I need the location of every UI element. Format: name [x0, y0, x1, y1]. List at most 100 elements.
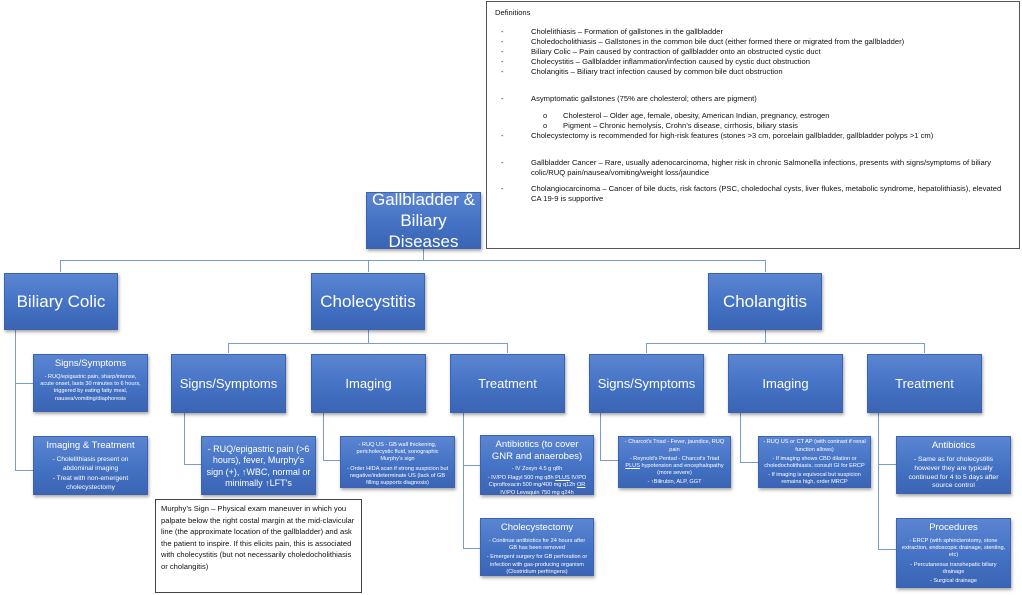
cholangitis-antibiotics-box: Antibiotics - Same as for cholecystitis …	[896, 436, 1011, 494]
connector	[740, 413, 741, 463]
cholecystitis-imaging-box: - RUQ US - GB wall thickening, perichole…	[340, 436, 455, 488]
definition-item: -Choledocholithiasis – Gallstones in the…	[501, 37, 905, 46]
box-text: - ↑Bilirubin, ALP, GGT	[647, 479, 702, 486]
box-text: - Continue antibiotics for 24 hours afte…	[488, 538, 586, 552]
connector	[463, 413, 464, 549]
asymptomatic-gallstones: -Asymptomatic gallstones (75% are choles…	[501, 94, 757, 103]
cholecystitis-treatment-node: Treatment	[450, 354, 565, 413]
cholangiocarcinoma: -Cholangiocarcinoma – Cancer of bile duc…	[501, 184, 1002, 203]
cholecystectomy-box: Cholecystectomy - Continue antibiotics f…	[480, 518, 594, 576]
connector	[368, 260, 369, 272]
connector	[368, 330, 369, 344]
connector	[463, 465, 480, 466]
node-title: Cholecystitis	[320, 292, 416, 311]
connector	[323, 413, 324, 461]
cholecystitis-signs-node: Signs/Symptoms	[171, 354, 286, 413]
connector	[600, 413, 601, 461]
connector	[15, 383, 33, 384]
cholangitis-procedures-box: Procedures - ERCP (with sphincterotomy, …	[896, 518, 1011, 588]
connector	[600, 460, 618, 461]
root-title-line2: Biliary Diseases	[388, 211, 459, 251]
box-text: - If imaging shows CBD dilation or chole…	[764, 455, 865, 469]
box-text: - Cholelithiasis present on abdominal im…	[52, 456, 129, 472]
box-text: - Same as for cholecystitis however they…	[908, 456, 999, 490]
cholecystitis-node: Cholecystitis	[311, 273, 425, 330]
node-title: Cholangitis	[722, 292, 808, 311]
cholangitis-signs-box: - Charcot's Triad - Fever, jaundice, RUQ…	[618, 436, 731, 488]
biliary-colic-imaging-treatment-box: Imaging & Treatment - Cholelithiasis pre…	[33, 436, 148, 495]
node-title: Signs/Symptoms	[179, 375, 278, 391]
box-heading: Cholecystectomy	[500, 522, 574, 533]
box-text: - IV/PO Flagyl 500 mg q8h PLUS IV/PO Cip…	[487, 475, 587, 496]
box-text: - Reynold's Pentad - Charcot's Triad PLU…	[625, 455, 724, 477]
box-text: - Charcot's Triad - Fever, jaundice, RUQ…	[624, 439, 725, 453]
root-node: Gallbladder & Biliary Diseases	[366, 190, 481, 251]
connector	[15, 470, 33, 471]
definitions-panel: Definitions -Cholelithiasis – Formation …	[486, 1, 1020, 249]
cholecystitis-antibiotics-box: Antibiotics (to cover GNR and anaerobes)…	[480, 435, 594, 496]
connector	[878, 413, 879, 550]
box-heading: Antibiotics (to cover GNR and anaerobes)	[491, 439, 583, 462]
connector	[60, 260, 61, 272]
box-text: - Treat with non-emergent cholecystectom…	[52, 475, 129, 491]
definition-item: -Cholangitis – Biliary tract infection c…	[501, 67, 783, 76]
connector	[323, 460, 341, 461]
connector	[184, 413, 185, 465]
connector	[507, 343, 508, 353]
connector	[60, 260, 766, 261]
gallbladder-cancer: -Gallbladder Cancer – Rare, usually aden…	[501, 158, 992, 177]
cholangitis-signs-node: Signs/Symptoms	[589, 354, 704, 413]
node-title: Treatment	[478, 375, 537, 391]
box-text: - Surgical drainage	[930, 578, 977, 585]
cholecystitis-imaging-node: Imaging	[311, 354, 426, 413]
box-text: - Emergent surgery for GB perforation or…	[486, 554, 588, 575]
definition-item: -Cholelithiasis – Formation of gallstone…	[501, 27, 724, 36]
definitions-heading: Definitions	[495, 8, 531, 17]
biliary-colic-signs-box: Signs/Symptoms - RUQ/epigastric pain, sh…	[33, 354, 148, 412]
cholecystectomy-recommendation: -Cholecystectomy is recommended for high…	[501, 131, 934, 140]
box-text: - ERCP (with sphincterotomy, stone extra…	[901, 538, 1006, 559]
box-heading: Procedures	[929, 522, 978, 533]
node-title: Imaging	[762, 375, 809, 391]
biliary-colic-node: Biliary Colic	[4, 273, 118, 330]
node-title: Imaging	[345, 375, 392, 391]
box-heading: Imaging & Treatment	[46, 440, 135, 451]
node-title: Biliary Colic	[16, 292, 106, 311]
box-text: - RUQ US or CT AP (with contrast if rena…	[763, 439, 866, 453]
box-text: - RUQ/epigastric pain, sharp/intense, ac…	[40, 374, 141, 402]
box-text: - Order HIDA scan if strong suspicion bu…	[346, 465, 449, 487]
murphy-sign-note: Murphy’s Sign – Physical exam maneuver i…	[155, 499, 362, 593]
box-text: ↑WBC, normal or minimally ↑LFT's	[225, 466, 311, 489]
connector	[423, 249, 424, 261]
definition-item: -Cholecystitis – Gallbladder inflammatio…	[501, 57, 810, 66]
connector	[878, 464, 896, 465]
node-title: Treatment	[895, 375, 954, 391]
connector	[646, 343, 647, 353]
box-heading: Signs/Symptoms	[54, 358, 127, 369]
connector	[765, 330, 766, 344]
box-text: - RUQ US - GB wall thickening, perichole…	[356, 442, 439, 463]
cholangitis-imaging-box: - RUQ US or CT AP (with contrast if rena…	[758, 436, 871, 488]
connector	[228, 343, 229, 353]
node-title: Signs/Symptoms	[597, 375, 696, 391]
box-text: - Percutaneous transhepatic biliary drai…	[910, 561, 997, 575]
connector	[878, 549, 896, 550]
box-text: - If imaging is equivocal but suspicion …	[768, 472, 861, 486]
box-heading: Antibiotics	[931, 440, 976, 451]
connector	[184, 464, 202, 465]
root-title-line1: Gallbladder &	[371, 190, 475, 209]
connector	[765, 260, 766, 272]
connector	[15, 330, 16, 471]
cholangitis-node: Cholangitis	[708, 273, 822, 330]
cholecystitis-signs-box: - RUQ/epigastric pain (>6 hours), fever,…	[201, 436, 316, 495]
connector	[924, 343, 925, 353]
definition-item: -Biliary Colic – Pain caused by contract…	[501, 47, 821, 56]
connector	[740, 462, 758, 463]
cholangitis-imaging-node: Imaging	[728, 354, 843, 413]
connector	[646, 343, 925, 344]
connector	[228, 343, 508, 344]
box-text: - RUQ/epigastric pain (>6 hours), fever,…	[206, 443, 310, 477]
connector	[463, 548, 480, 549]
